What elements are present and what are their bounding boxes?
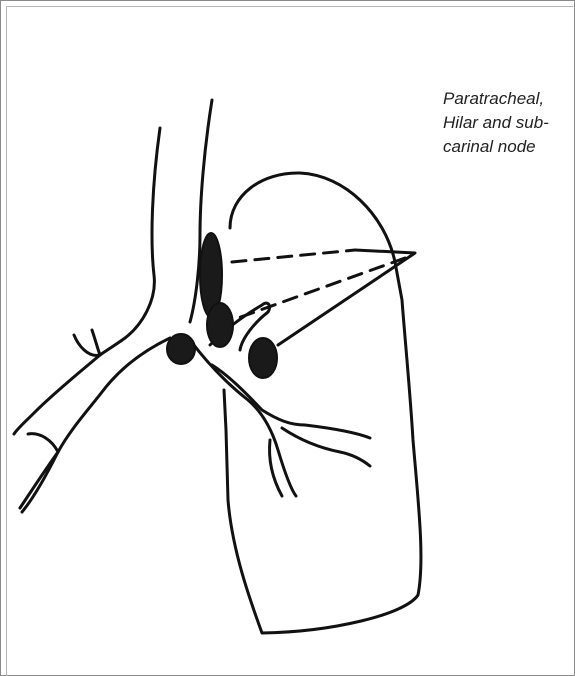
- left-bronchus-upper-wall: [14, 335, 100, 434]
- paratracheal-node-lower: [207, 303, 233, 347]
- right-bronchus-lower-wall: [190, 340, 296, 496]
- left-bronchus-lower-wall: [22, 338, 170, 512]
- right-bronchus-inner-wall: [212, 365, 370, 438]
- hilar-node: [249, 338, 277, 378]
- right-middle-branch: [270, 440, 283, 496]
- left-upper-lobe-branch: [92, 330, 100, 355]
- pointer-paratracheal: [232, 250, 355, 262]
- trachea-left-wall: [100, 128, 160, 355]
- left-lower-lobe-branch: [20, 434, 58, 508]
- subcarinal-node: [167, 334, 195, 364]
- pointer-subcarinal: [238, 258, 405, 318]
